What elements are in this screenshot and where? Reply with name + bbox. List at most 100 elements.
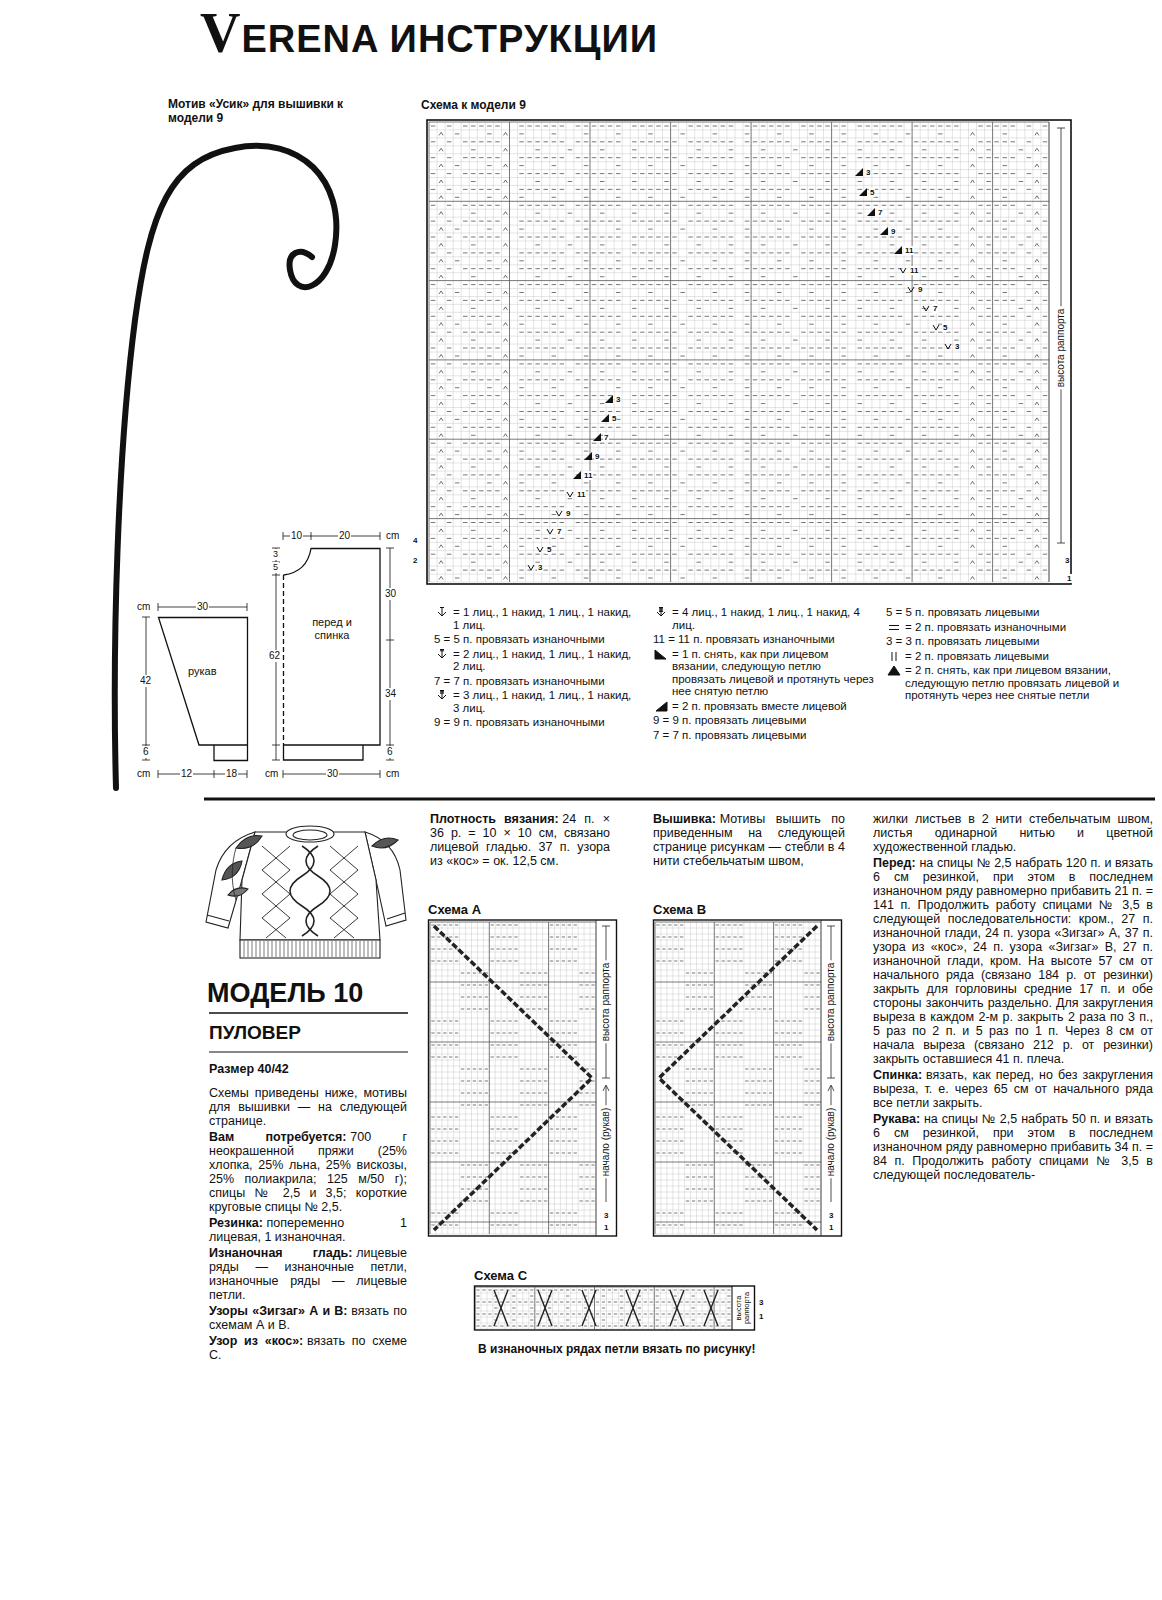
- label-slot: 6: [386, 746, 394, 758]
- dimension: cm: [136, 601, 151, 613]
- label-slot: 30: [196, 601, 209, 613]
- label-slot: 5: [272, 562, 279, 573]
- dimension: 30: [326, 768, 339, 780]
- legend-text: 9 = 9 п. провязать изнаночными: [434, 716, 605, 729]
- legend-text: 5 = 5 п. провязать изнаночными: [434, 633, 605, 646]
- run-in-heading: Спинка:: [873, 1068, 922, 1082]
- pattern-piece: перед и спинка: [283, 548, 381, 761]
- legend-text: = 2 п. снять, как при лицевом вязании, с…: [905, 664, 1154, 702]
- label-slot: 3: [865, 168, 871, 177]
- chart-grid: [430, 922, 596, 1234]
- paragraph: Узор из «кос»:вязать по схеме С.: [209, 1334, 407, 1362]
- sweater-illustration: [330, 846, 358, 938]
- label-slot: cm: [385, 768, 400, 780]
- dimension: 5: [272, 562, 279, 573]
- body-text: жилки листьев в 2 нити стебельчатым швом…: [873, 812, 1153, 854]
- label-slot: 5: [546, 545, 552, 554]
- sweater-illustration: [228, 888, 248, 896]
- label-slot: 7: [603, 433, 609, 442]
- motif-caption: Мотив «Усик» для вышивки к модели 9: [168, 97, 348, 125]
- label-slot: 30: [326, 768, 339, 780]
- run-in-heading: Плотность вязания:: [430, 812, 559, 826]
- dimension: 30: [384, 588, 397, 600]
- legend-text: = 1 п. снять, как при лицевом вязании, с…: [672, 648, 875, 698]
- node-shape: [421, 98, 1077, 588]
- decrease-symbols: [439, 132, 1039, 579]
- legend-entry: 7 = 7 п. провязать изнаночными: [434, 675, 640, 688]
- legend-entry: = 1 лиц., 1 накид, 1 лиц., 1 накид, 1 ли…: [434, 606, 640, 631]
- text-slot: Схема А: [428, 902, 481, 917]
- legend-entry: 11 = 11 п. провязать изнаночными: [653, 633, 875, 646]
- chart-number: 11: [576, 490, 586, 499]
- run-in-heading: Изнаночная гладь:: [209, 1246, 352, 1260]
- motif-symbols: [573, 168, 902, 479]
- text-slot: перед и спинка: [307, 616, 357, 642]
- sweater-illustration: [293, 830, 327, 840]
- text-slot: начало (рукав): [606, 1142, 679, 1154]
- text-slot: Схема С: [474, 1268, 527, 1283]
- repeat-label: высота раппорта: [825, 961, 837, 1044]
- chart-number: 3: [615, 395, 621, 404]
- chart-grid: [429, 122, 1049, 582]
- chart-number: 7: [556, 527, 562, 536]
- legend-text: 7 = 7 п. провязать лицевыми: [653, 729, 807, 742]
- legend-text: = 2 лиц., 1 накид, 1 лиц., 1 накид, 2 ли…: [453, 648, 640, 673]
- legend-text: 11 = 11 п. провязать изнаночными: [653, 633, 835, 646]
- piece-name: рукав: [188, 665, 217, 678]
- chart-number: 9: [917, 285, 923, 294]
- chart-title: Схема А: [428, 902, 481, 917]
- chart-frame: [475, 1286, 755, 1330]
- legend-entry: 5 = 5 п. провязать лицевыми: [886, 606, 1154, 619]
- stitch-symbols: [431, 126, 1047, 578]
- dimension: cm: [264, 768, 279, 780]
- legend-entry: 7 = 7 п. провязать лицевыми: [653, 729, 875, 742]
- label-slot: 11: [583, 471, 593, 480]
- legend-text: = 2 п. провязать вместе лицевой: [672, 700, 847, 713]
- node-shape: [283, 548, 381, 761]
- legend-text: = 3 лиц., 1 накид, 1 лиц., 1 накид, 3 ли…: [453, 689, 640, 714]
- paragraph: Изнаночная гладь:лицевые ряды — изнаночн…: [209, 1246, 407, 1302]
- legend-symbol: [892, 652, 896, 661]
- paragraph: Узоры «Зигзаг» А и В:вязать по схемам А …: [209, 1304, 407, 1332]
- text-slot: Схема к модели 9: [421, 98, 526, 112]
- legend-text: = 4 лиц., 1 накид, 1 лиц., 1 накид, 4 ли…: [672, 606, 875, 631]
- piece-outline: [284, 549, 381, 761]
- chart-grid: [475, 1287, 732, 1329]
- paragraph: Плотность вязания:24 п. × 36 р. = 10 × 1…: [430, 812, 610, 868]
- legend-symbol: [886, 621, 902, 633]
- label-slot: 1: [758, 1312, 764, 1321]
- legend-symbol: [653, 648, 669, 660]
- row-number: 3: [603, 1211, 609, 1220]
- node-shape: [653, 902, 843, 1238]
- legend-symbol: [886, 664, 902, 676]
- legend-entry: = 2 п. снять, как при лицевом вязании, с…: [886, 664, 1154, 702]
- sweater-illustration: [240, 940, 380, 958]
- dimension-lines: [386, 548, 394, 760]
- legend-entry: = 2 лиц., 1 накид, 1 лиц., 1 накид, 2 ли…: [434, 648, 640, 673]
- label-slot: 62: [268, 650, 281, 662]
- chart-title: Схема С: [474, 1268, 527, 1283]
- chart-grid: [429, 122, 1049, 582]
- label-slot: 3: [758, 1298, 764, 1307]
- size-note: Размер 40/42: [209, 1062, 289, 1077]
- label-slot: Размер 40/42: [209, 1062, 289, 1077]
- dimension-lines: [142, 532, 394, 778]
- legend-symbol: [888, 666, 900, 675]
- label-slot: 9: [594, 452, 600, 461]
- label-slot: 3: [828, 1211, 834, 1220]
- stitch-symbols: [431, 925, 594, 1225]
- row-number: 2: [412, 556, 418, 565]
- chart-number: 11: [904, 246, 914, 255]
- dimension: 18: [225, 768, 238, 780]
- run-in-heading: Узоры «Зигзаг» А и В:: [209, 1304, 347, 1318]
- dimension: 34: [384, 688, 397, 700]
- legend-symbol: [434, 648, 450, 660]
- label-slot: 11: [909, 266, 919, 275]
- run-in-heading: Вышивка:: [653, 812, 716, 826]
- label-slot: 3: [603, 1211, 609, 1220]
- label-slot: МОДЕЛЬ 10: [207, 978, 363, 1009]
- dimension: 30: [196, 601, 209, 613]
- dimension: 12: [180, 768, 193, 780]
- label-slot: 34: [384, 688, 397, 700]
